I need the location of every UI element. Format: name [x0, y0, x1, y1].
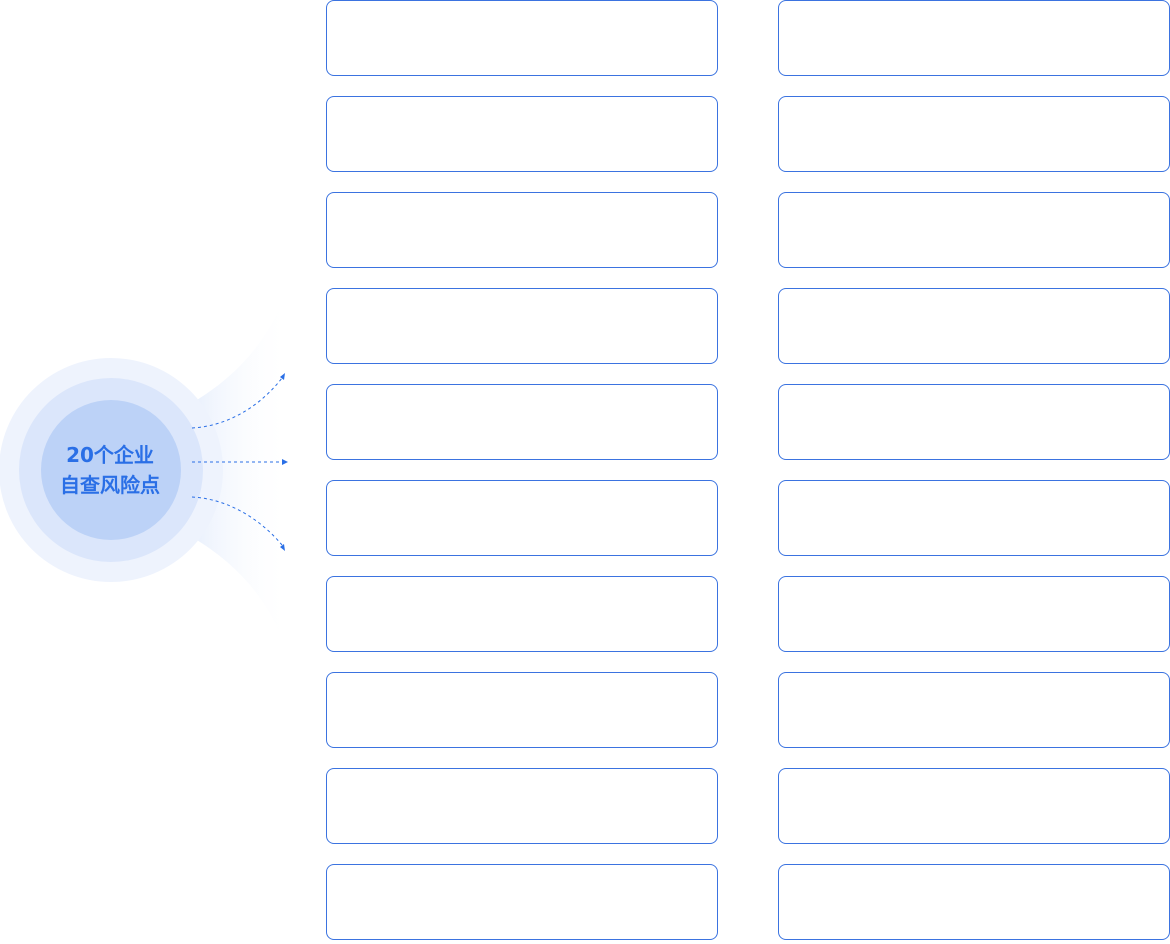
risk-box-right-6: [778, 480, 1170, 556]
hub-svg: [0, 280, 290, 660]
risk-grid: [326, 0, 1170, 940]
risk-box-left-10: [326, 864, 718, 940]
risk-box-right-7: [778, 576, 1170, 652]
risk-box-right-5: [778, 384, 1170, 460]
risk-box-left-9: [326, 768, 718, 844]
hub-label-line1: 20个企业: [66, 443, 154, 467]
hub-label: 20个企业 自查风险点: [40, 440, 180, 500]
risk-box-left-1: [326, 0, 718, 76]
arrow-up-right-icon: [191, 377, 283, 429]
hub-label-line2: 自查风险点: [60, 473, 160, 497]
risk-box-left-5: [326, 384, 718, 460]
risk-box-left-7: [326, 576, 718, 652]
risk-box-left-4: [326, 288, 718, 364]
risk-box-right-2: [778, 96, 1170, 172]
hub-fan: [170, 280, 290, 660]
hub-graphic: 20个企业 自查风险点: [0, 0, 300, 940]
arrow-down-right-icon: [191, 496, 283, 546]
risk-box-right-10: [778, 864, 1170, 940]
hub-core: [41, 400, 181, 540]
risk-box-left-8: [326, 672, 718, 748]
risk-box-right-4: [778, 288, 1170, 364]
risk-box-right-9: [778, 768, 1170, 844]
risk-box-right-8: [778, 672, 1170, 748]
risk-box-left-3: [326, 192, 718, 268]
risk-box-left-2: [326, 96, 718, 172]
risk-box-right-3: [778, 192, 1170, 268]
risk-box-right-1: [778, 0, 1170, 76]
risk-box-left-6: [326, 480, 718, 556]
